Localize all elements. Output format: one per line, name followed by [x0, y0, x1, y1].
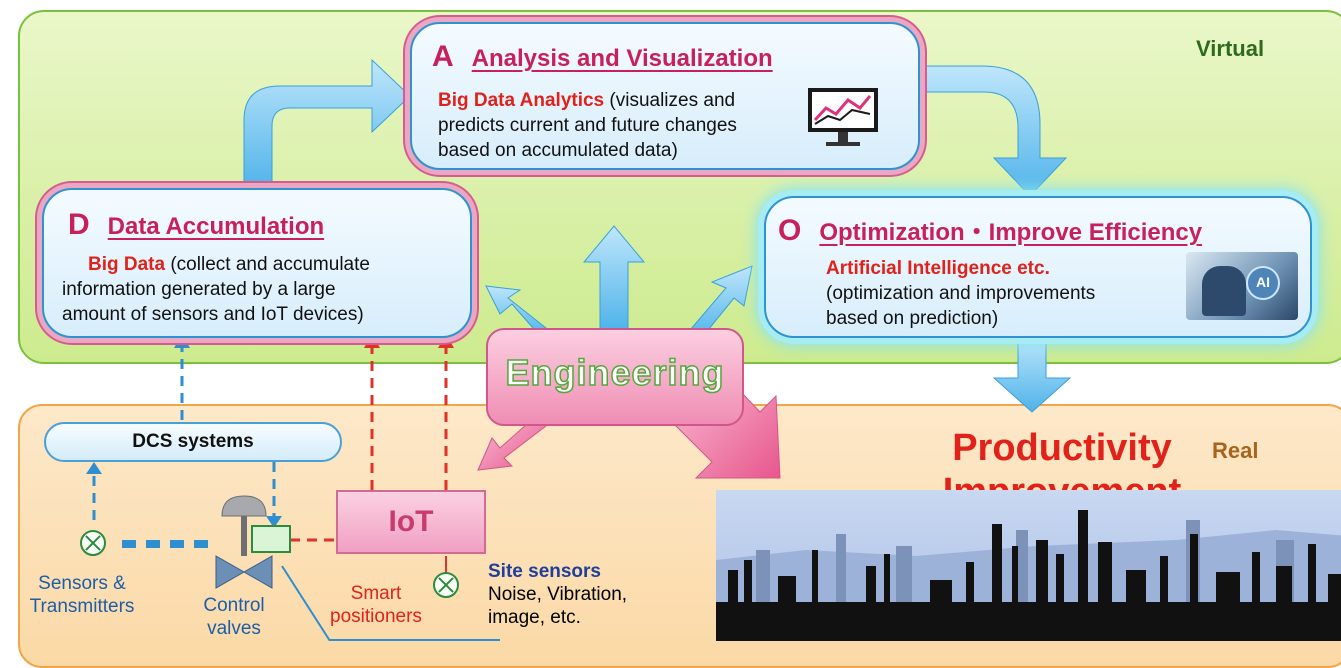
engineering-label: Engineering — [505, 351, 725, 394]
arrow-eng-up — [582, 225, 646, 331]
data-accumulation-box — [42, 188, 472, 338]
sensors-transmitters-label: Sensors &Transmitters — [29, 573, 135, 617]
dcs-systems-box: DCS systems — [44, 422, 342, 462]
site-sensors-label: Site sensors Noise, Vibration, image, et… — [488, 561, 628, 628]
virtual-label: Virtual — [1196, 36, 1265, 61]
arrow-eng-left — [485, 285, 547, 337]
monitor-chart-icon — [808, 88, 878, 146]
site-sensor-icon — [433, 572, 459, 598]
arrow-eng-to-iot — [477, 415, 547, 471]
iot-box: IoT — [336, 490, 486, 554]
arrow-o-to-real — [992, 335, 1072, 413]
city-skyline-icon — [716, 490, 1341, 641]
optimization-text: Artificial Intelligence etc. (optimizati… — [826, 258, 1096, 329]
arrow-d-to-a — [243, 58, 411, 191]
ai-hand-photo-icon: AI — [1186, 252, 1298, 320]
data-accumulation-text: Big Data (collect and accumulate informa… — [62, 254, 370, 325]
ai-badge: AI — [1246, 266, 1280, 300]
sensor-icon — [80, 530, 106, 556]
valve-icon — [215, 495, 291, 589]
arrow-a-to-o — [921, 65, 1068, 197]
analysis-text: Big Data Analytics (visualizes and predi… — [438, 90, 737, 161]
real-label: Real — [1212, 438, 1259, 463]
engineering-box: Engineering — [486, 328, 744, 426]
